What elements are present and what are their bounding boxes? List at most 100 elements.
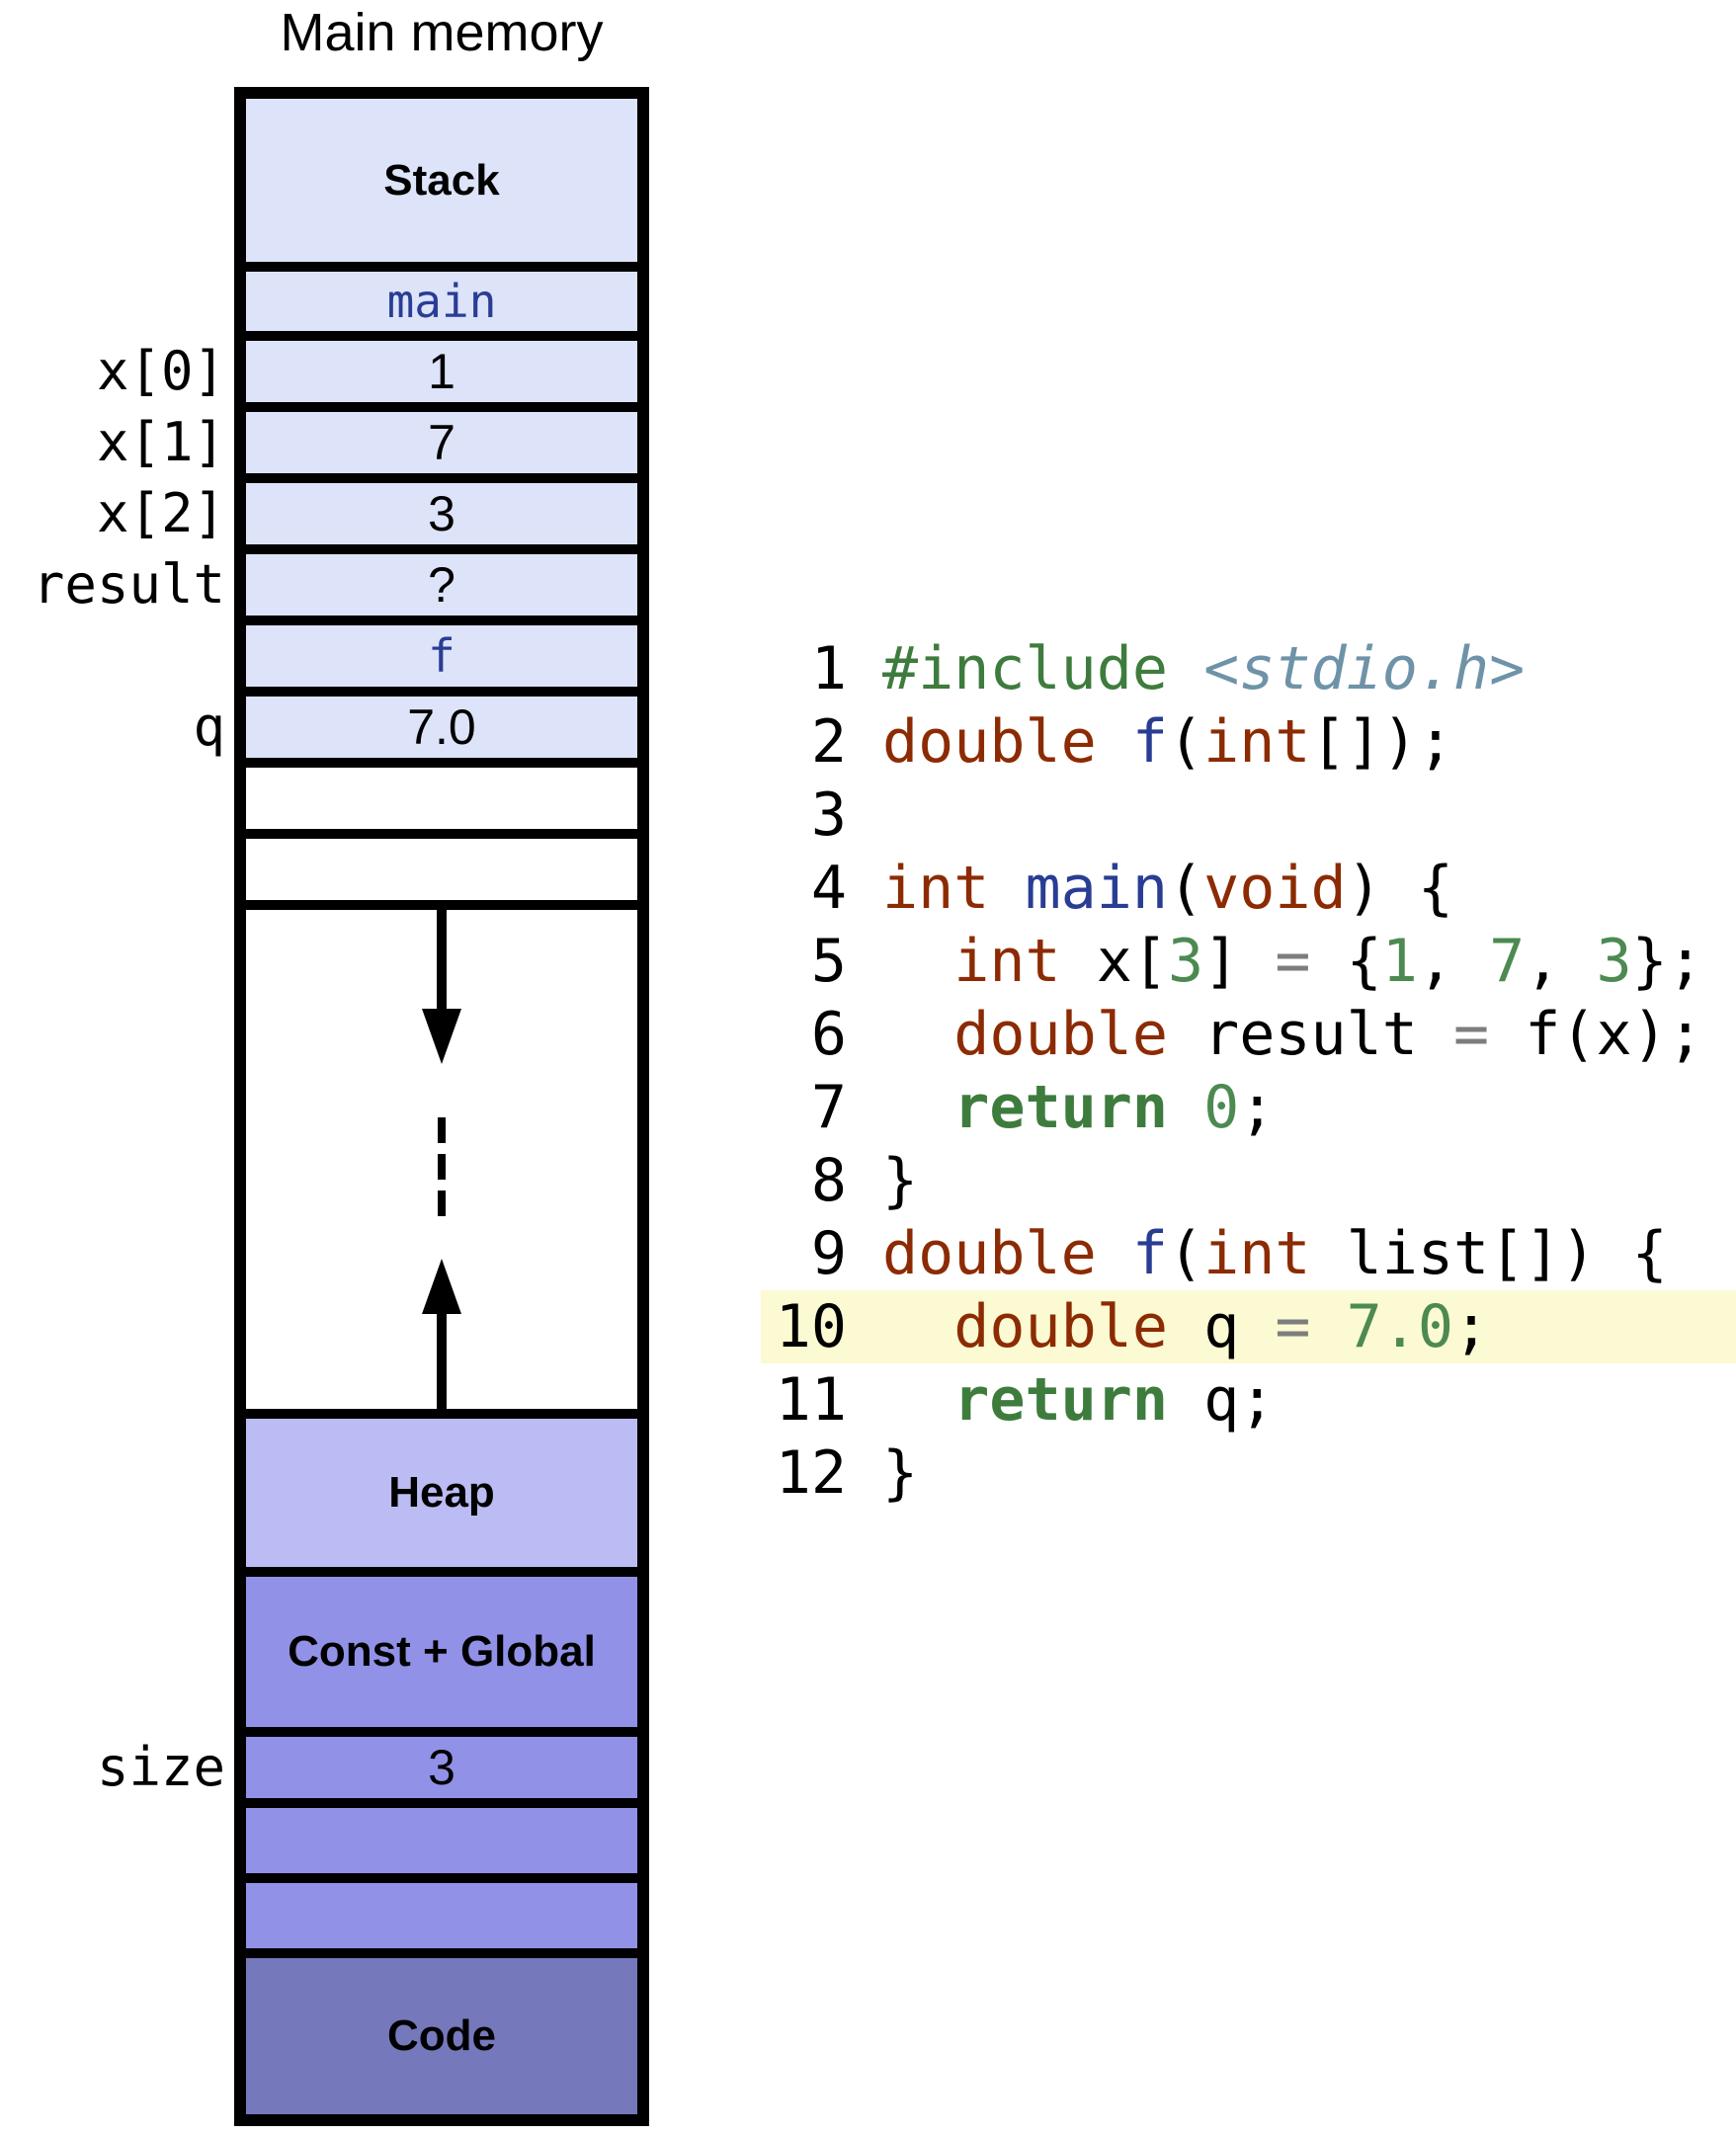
line-number: 11 [775, 1365, 847, 1435]
code-token: int [953, 927, 1061, 996]
const-global-region-label: Const + Global [288, 1627, 596, 1676]
code-token: x[ [1060, 927, 1168, 996]
line-number: 5 [810, 927, 847, 996]
code-token: double [882, 707, 1097, 777]
memory-label-size: size [96, 1736, 225, 1798]
cell-x0: 1 [246, 341, 637, 402]
code-token: ; [1453, 1292, 1490, 1361]
memory-label-x0: x[0] [96, 340, 225, 402]
code-line-7: 7 return 0; [761, 1071, 1736, 1144]
code-line-10: 10 double q = 7.0; [761, 1290, 1736, 1363]
empty-stack-cell [246, 768, 637, 829]
line-number: 9 [810, 1219, 847, 1288]
code-token: ) { [1346, 854, 1453, 923]
diagram-title: Main memory [280, 3, 604, 62]
line-number: 12 [775, 1438, 847, 1508]
empty-global-cell [246, 1808, 637, 1873]
code-token: ; [1239, 1073, 1276, 1142]
code-token: = [1452, 1000, 1490, 1069]
memory-label-result: result [32, 553, 225, 616]
cell-x1-value: 7 [428, 415, 455, 470]
code-token: } [882, 1438, 919, 1508]
cell-size: 3 [246, 1737, 637, 1798]
empty-global-cell [246, 1883, 637, 1948]
code-token: f [1131, 707, 1168, 777]
line-number: 3 [810, 780, 847, 850]
frame-main: main [246, 272, 637, 331]
code-token: ] [1203, 927, 1276, 996]
code-token: result [1168, 1000, 1453, 1069]
code-token [1168, 1073, 1203, 1142]
code-token [882, 1073, 953, 1142]
code-line-1: 1#include <stdio.h> [761, 632, 1736, 705]
code-token: }; [1631, 927, 1703, 996]
line-number: 1 [810, 634, 847, 703]
code-token [882, 927, 953, 996]
code-token: q; [1168, 1365, 1276, 1435]
heap-growth-arrowhead-icon [422, 1259, 461, 1314]
code-token: { [1310, 927, 1382, 996]
code-token: double [953, 1292, 1168, 1361]
code-token: q [1168, 1292, 1276, 1361]
code-token [882, 1292, 953, 1361]
line-number: 7 [810, 1073, 847, 1142]
frame-f-value: f [428, 629, 455, 683]
cell-size-value: 3 [428, 1740, 455, 1795]
cell-x1: 7 [246, 412, 637, 473]
const-global-region: Const + Global [246, 1577, 637, 1727]
code-token: main [1025, 854, 1169, 923]
code-token: = [1275, 1292, 1311, 1361]
code-token: return [953, 1365, 1168, 1435]
code-token: 1 [1381, 927, 1418, 996]
code-token: , [1525, 927, 1597, 996]
code-token: 3 [1168, 927, 1204, 996]
frame-f: f [246, 625, 637, 687]
line-number: 4 [810, 854, 847, 923]
stack-region: Stack [246, 99, 637, 262]
code-token: f [1131, 1219, 1168, 1288]
code-token: 3 [1596, 927, 1632, 996]
free-space-region [246, 910, 637, 1409]
code-token: } [882, 1146, 919, 1215]
line-number: 2 [810, 707, 847, 777]
free-space-dashed-line [438, 1117, 446, 1216]
memory-label-x2: x[2] [96, 482, 225, 544]
code-line-8: 8} [761, 1144, 1736, 1217]
code-token: ( [1168, 854, 1204, 923]
code-token: list[]) { [1310, 1219, 1668, 1288]
code-token [1097, 707, 1132, 777]
stack-growth-arrowhead-icon [422, 1009, 461, 1064]
code-token: int [1203, 707, 1311, 777]
code-token [882, 1365, 953, 1435]
code-token: , [1417, 927, 1490, 996]
cell-q: 7.0 [246, 697, 637, 758]
code-token: 0 [1203, 1073, 1240, 1142]
code-token: int [882, 854, 990, 923]
heap-growth-arrow-shaft [437, 1314, 447, 1409]
code-token: ( [1168, 1219, 1204, 1288]
code-token: <stdio.h> [1203, 634, 1526, 703]
code-token: int [1203, 1219, 1311, 1288]
code-token [1311, 1292, 1347, 1361]
code-token: 7.0 [1346, 1292, 1453, 1361]
code-line-5: 5 int x[3] = {1, 7, 3}; [761, 925, 1736, 998]
code-token: double [953, 1000, 1168, 1069]
code-token [882, 1000, 953, 1069]
memory-label-x1: x[1] [96, 411, 225, 473]
code-token: []); [1310, 707, 1454, 777]
code-line-3: 3 [761, 779, 1736, 852]
code-line-6: 6 double result = f(x); [761, 998, 1736, 1071]
line-number: 10 [775, 1292, 847, 1361]
code-token [1097, 1219, 1132, 1288]
memory-label-q: q [193, 696, 225, 758]
cell-x2-value: 3 [428, 486, 455, 541]
heap-region-label: Heap [388, 1468, 495, 1517]
cell-q-value: 7.0 [407, 699, 476, 755]
code-token: = [1275, 927, 1311, 996]
